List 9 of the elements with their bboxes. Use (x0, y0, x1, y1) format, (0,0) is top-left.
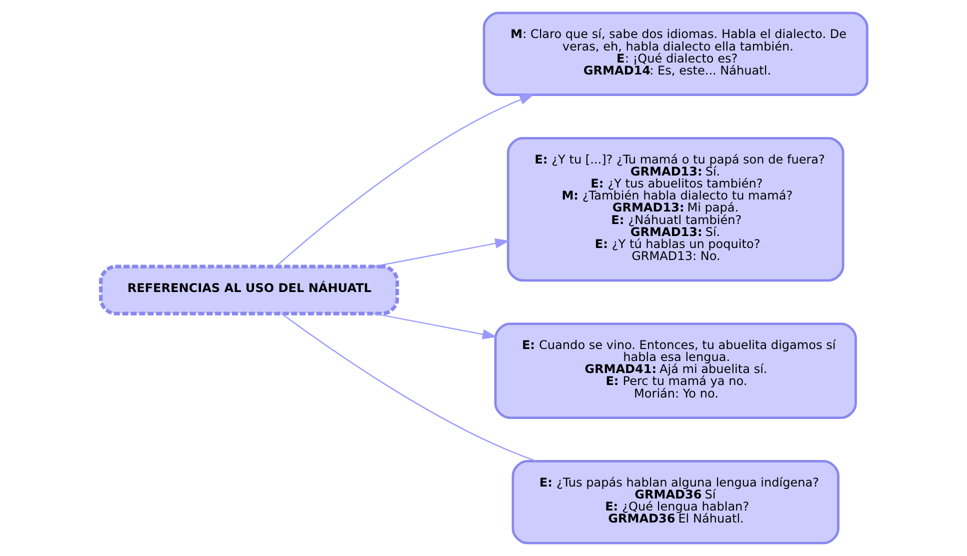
arrow (373, 313, 497, 340)
arrow (373, 238, 510, 268)
node-box: M: Claro que sí, sabe dos idiomas. Habla el dialecto. De veras, eh, habla dialecto ella también. E: ¡Qué dialecto es? GRMAD14: Es, este... Náhuatl. (482, 12, 868, 96)
node-box: REFERENCIAS AL USO DEL NÁHUATL (98, 264, 399, 316)
node-box: E: ¿Y tu [...]? ¿Tu mamá o tu papá son de fuera? GRMAD13: Sí. E: ¿Y tus abuelitos también? M: ¿También habla dialecto tu mamá? GRMAD13: Mi papá. E: ¿Náhuatl también? GRMAD13: Sí. E: ¿Y tú hablas un poquito? GRMAD13: No. (506, 137, 844, 282)
node-box: E: ¿Tus papás hablan alguna lengua indígena? GRMAD36 Sí E: ¿Qué lengua hablan? GRMAD36 El Náhuatl. (511, 460, 839, 544)
arrow (275, 94, 534, 267)
connector (280, 313, 536, 462)
node-box: E: Cuando se vino. Entonces, tu abuelita digamos sí habla esa lengua. GRMAD41: Ajá mi abuelita sí. E: Perc tu mamá ya no. Morián: Yo no. (494, 322, 856, 419)
